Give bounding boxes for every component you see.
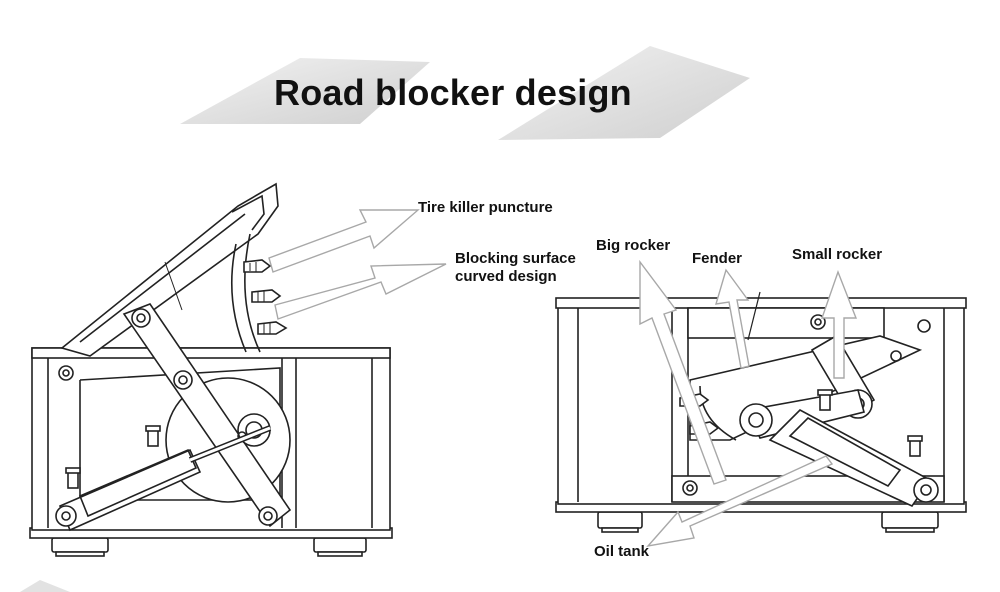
label-big-rocker: Big rocker bbox=[596, 237, 671, 254]
arrow-blocking-surface bbox=[274, 263, 447, 320]
callout-arrows bbox=[268, 209, 858, 548]
page-title: Road blocker design bbox=[274, 72, 632, 113]
title-ribbons bbox=[20, 46, 750, 592]
left-road-blocker-drawing bbox=[29, 182, 393, 557]
label-tire-killer-puncture: Tire killer puncture bbox=[418, 199, 553, 216]
arrow-oil-tank bbox=[646, 455, 834, 548]
label-fender: Fender bbox=[692, 250, 743, 267]
label-small-rocker: Small rocker bbox=[792, 246, 883, 263]
label-blocking-surface-line1: Blocking surface bbox=[455, 250, 576, 267]
arrow-small-rocker bbox=[821, 269, 858, 379]
label-oil-tank: Oil tank bbox=[594, 543, 650, 560]
arrow-tire-killer bbox=[268, 209, 420, 273]
label-blocking-surface: Blocking surface curved design bbox=[455, 250, 576, 286]
arrow-fender bbox=[715, 268, 750, 369]
right-road-blocker-drawing bbox=[555, 291, 967, 533]
arrow-big-rocker bbox=[639, 259, 727, 485]
label-blocking-surface-line2: curved design bbox=[455, 268, 557, 285]
